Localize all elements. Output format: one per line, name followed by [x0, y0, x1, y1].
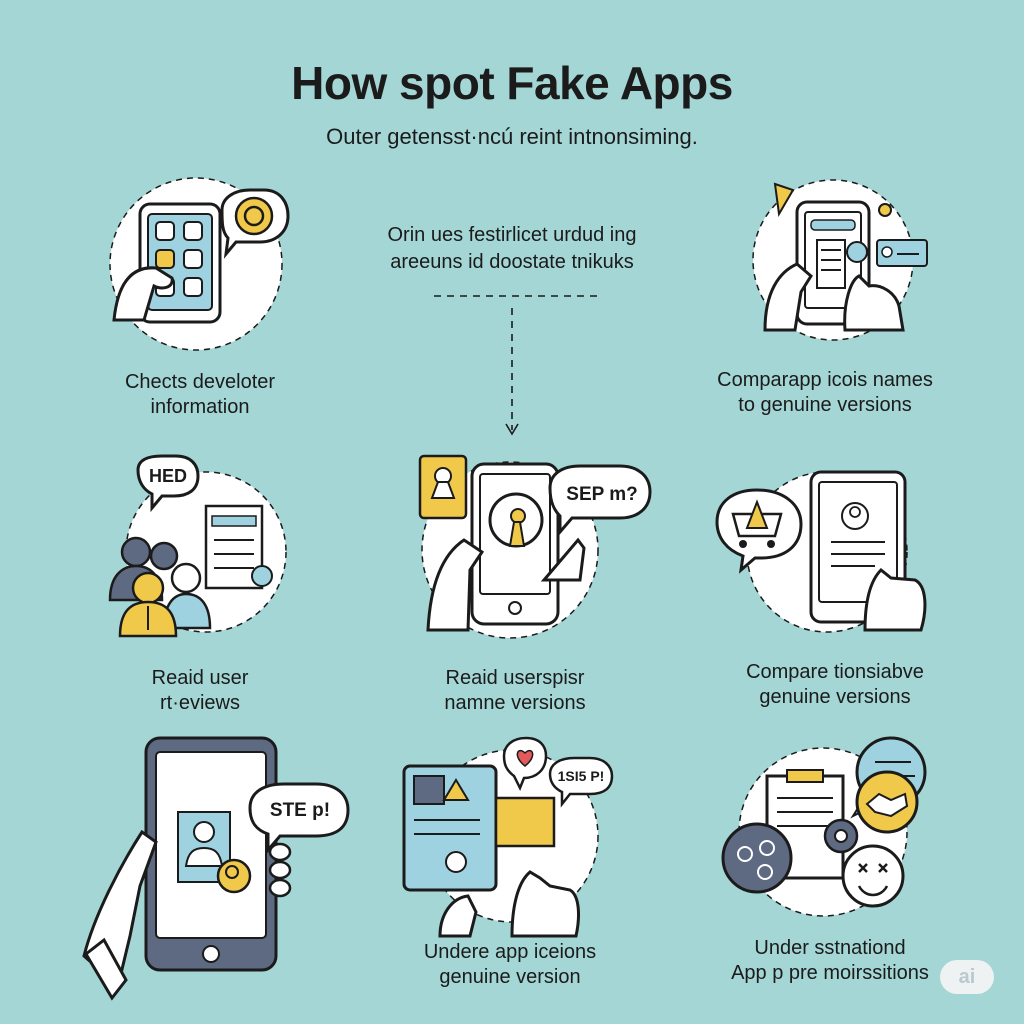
- warning-cart-icon: [715, 470, 927, 633]
- ai-badge: ai: [940, 960, 994, 994]
- heart-icon: [516, 749, 534, 767]
- tile-app-permissions: [715, 736, 935, 926]
- handshake-icon: [721, 736, 927, 917]
- caption-compare-versions: Compare tionsiabve genuine versions: [746, 661, 924, 708]
- bubble-hed: HED: [149, 466, 187, 486]
- tile-read-reviews: HED: [100, 454, 300, 650]
- chat-bubble-icon: [136, 454, 200, 513]
- phone-icon: STE p!: [82, 736, 350, 1001]
- tile-read-user-names: SEP m?: [410, 450, 660, 640]
- center-note-line-2: areeuns id doostate tnikuks: [390, 251, 634, 273]
- bubble-sep: SEP m?: [566, 484, 637, 505]
- caption-app-permissions: Under sstnationd App p pre moirssitions: [731, 937, 929, 984]
- tile-check-developer: [100, 170, 300, 360]
- tile-compare-versions: [715, 470, 945, 640]
- bubble-ste: STE p!: [270, 800, 330, 821]
- tile-app-content: 1SI5 P!: [400, 736, 630, 938]
- page-title: How spot Fake Apps: [291, 57, 733, 109]
- caption-read-reviews: Reaid user rt·eviews: [151, 667, 249, 714]
- caption-under-app-icons: Undere app iceions genuine version: [423, 941, 597, 988]
- bubble-small: 1SI5 P!: [558, 768, 605, 784]
- dashed-arrow-icon: [434, 295, 598, 436]
- tile-under-app-icons: STE p!: [80, 736, 370, 1006]
- center-note: Orin ues festirlicet urdud ing areeuns i…: [300, 222, 724, 276]
- caption-read-user-names: Reaid userspisr namne versions: [444, 667, 586, 714]
- tile-compare-names: [735, 179, 945, 341]
- keyhole-icon: SEP m?: [418, 454, 652, 639]
- tablet-icon: [109, 177, 290, 351]
- tablet-icon: 1SI5 P!: [402, 736, 614, 938]
- center-note-line-1: Orin ues festirlicet urdud ing: [387, 224, 637, 246]
- gear-icon: [878, 203, 892, 217]
- page-subtitle: Outer getensst·ncú reint intnonsiming.: [326, 124, 698, 149]
- user-group-icon: HED: [108, 454, 287, 638]
- caption-compare-names: Comparapp icois names to genuine version…: [717, 369, 933, 416]
- phone-icon: [752, 179, 928, 341]
- caption-check-developer: Chects develoter information: [124, 371, 276, 418]
